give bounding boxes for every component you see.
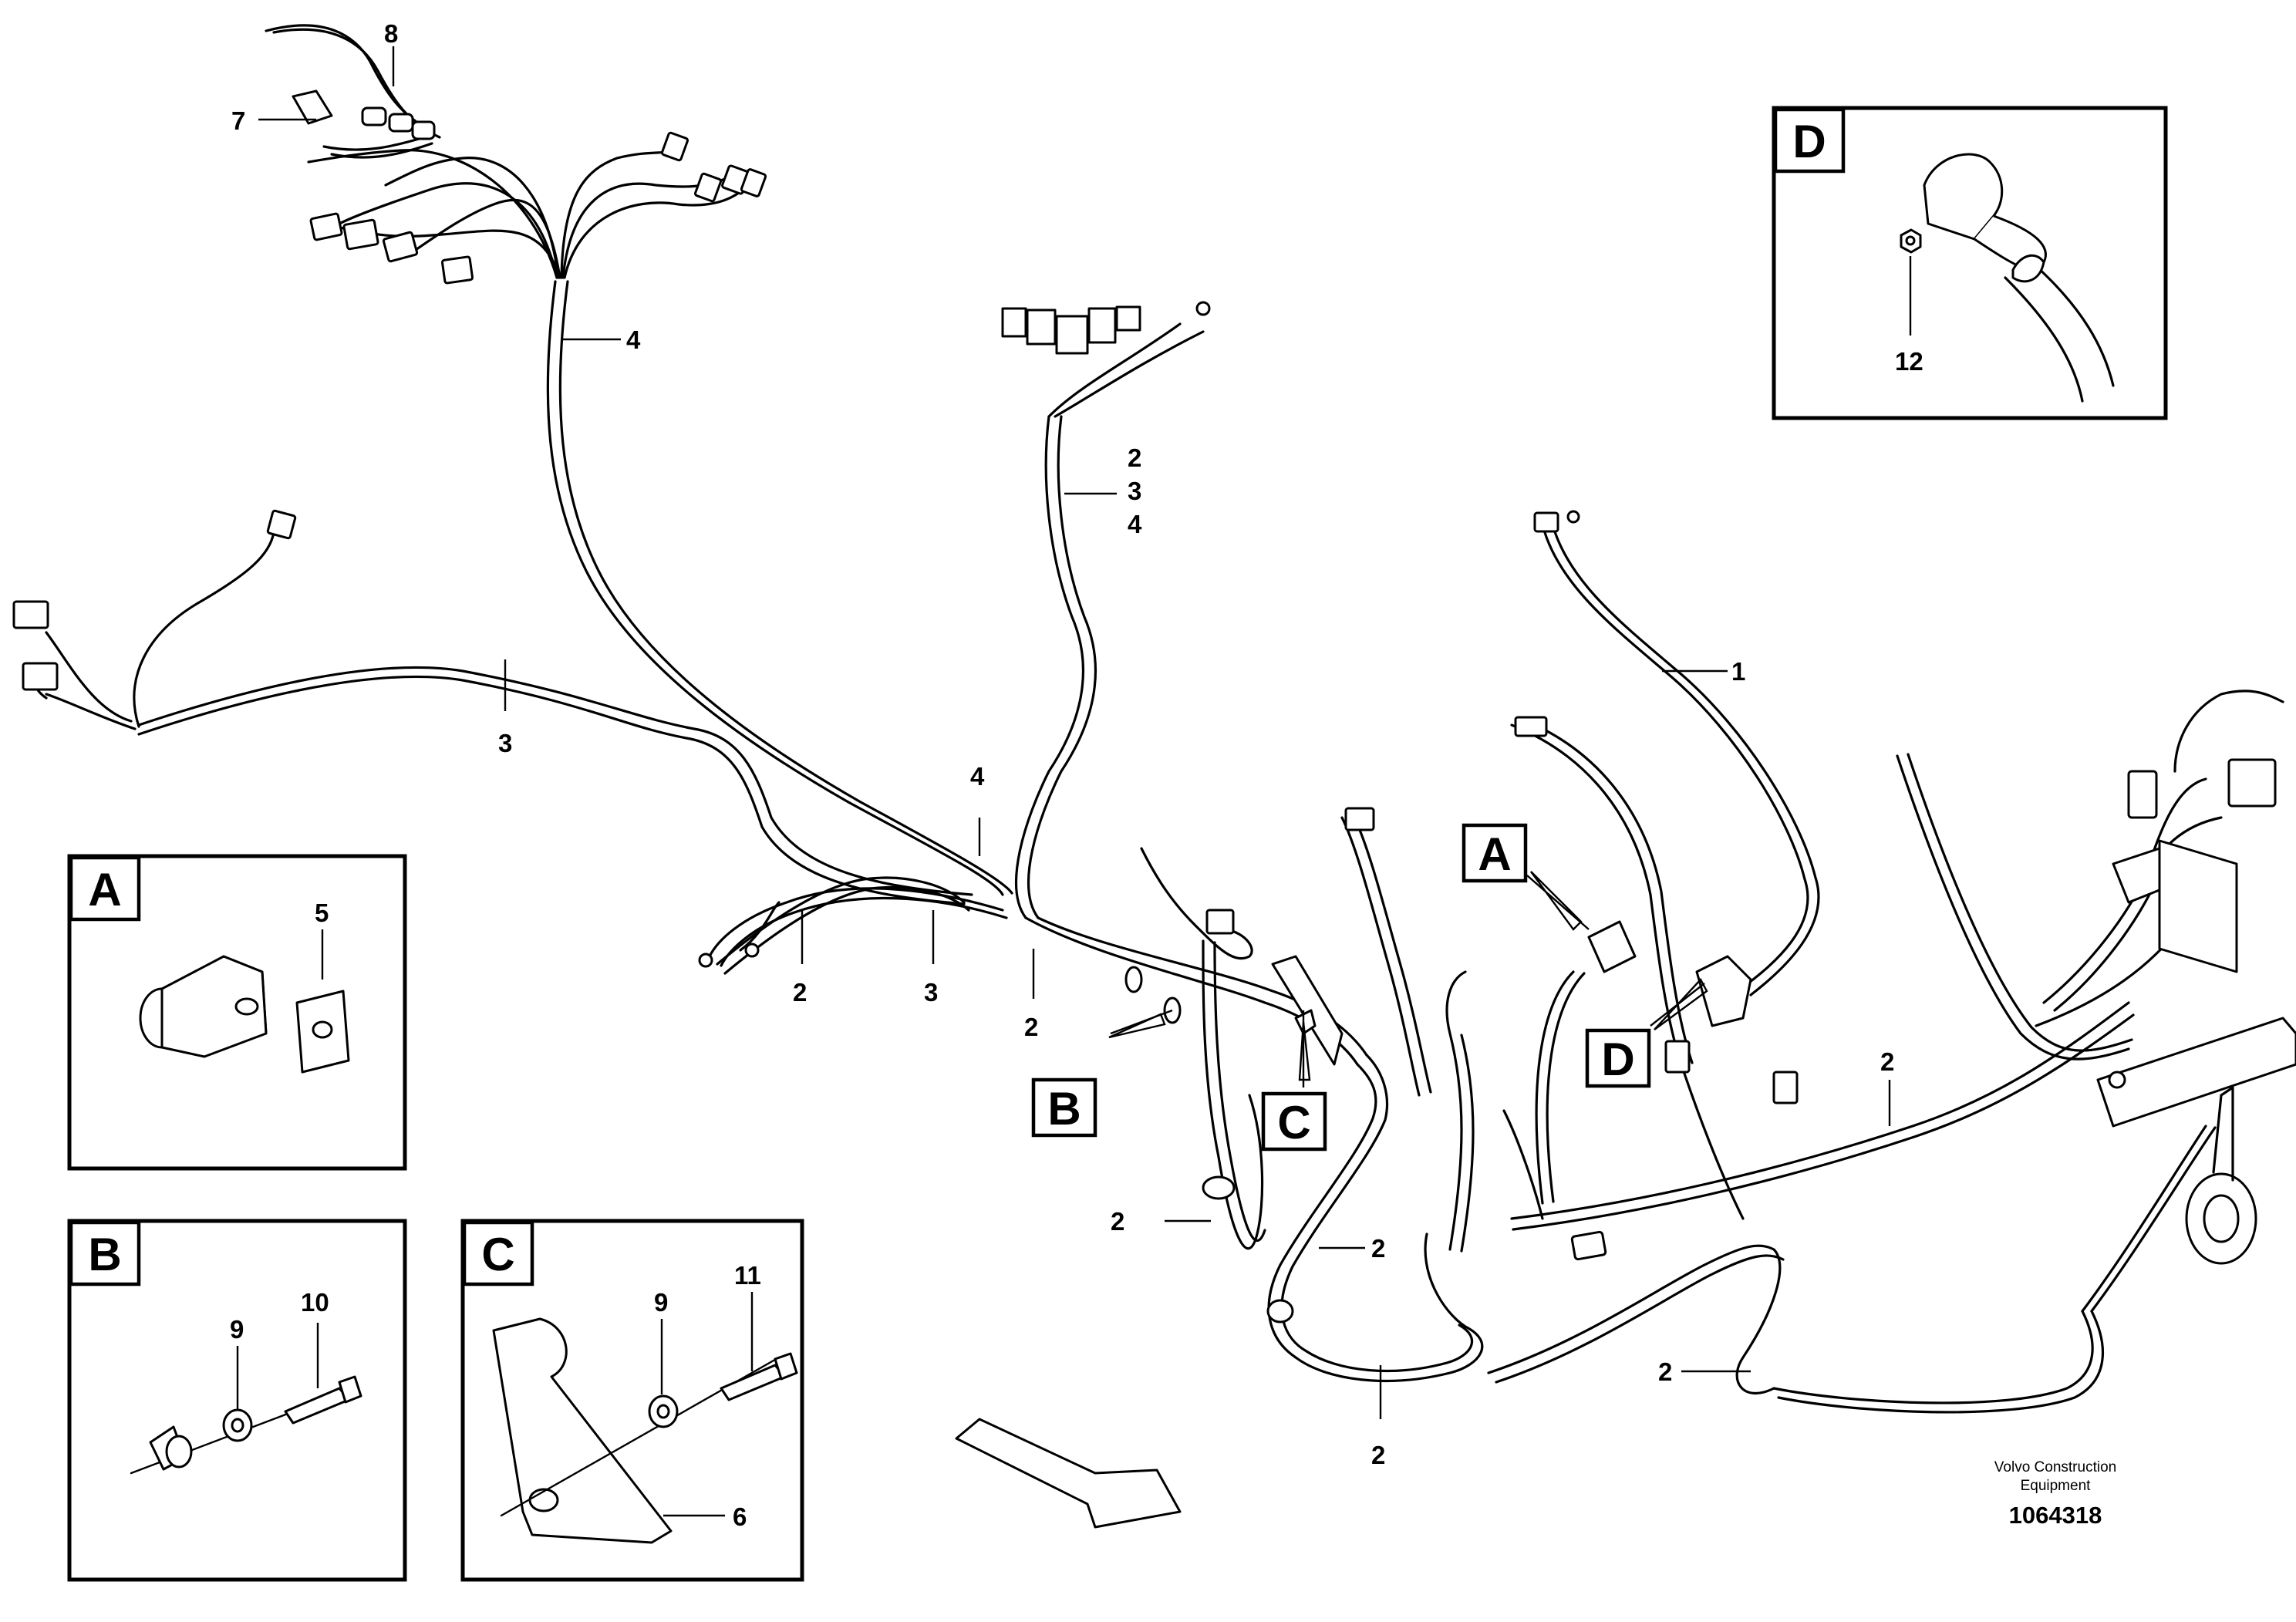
callout-9-b: 9 — [230, 1315, 244, 1344]
view-tag-b-main: B — [1031, 1077, 1097, 1138]
callout-4-mid: 4 — [970, 762, 985, 791]
callout-12: 12 — [1895, 347, 1923, 376]
svg-text:A: A — [1478, 828, 1511, 880]
callout-1: 1 — [1731, 657, 1745, 686]
leader-lines — [258, 46, 1891, 1419]
bracket-bolt-assembly — [492, 1317, 798, 1544]
view-tag-c-main: C — [1261, 1091, 1327, 1152]
clamp-b-location — [1124, 966, 1182, 1024]
callout-2-center: 2 — [1371, 1234, 1385, 1263]
drawing-credit: Volvo Construction Equipment 1064318 — [1994, 1459, 2116, 1529]
svg-text:D: D — [1792, 116, 1826, 167]
harness-2-center — [708, 322, 1432, 1359]
callout-2-right: 2 — [1658, 1357, 1672, 1386]
harness-3 — [32, 531, 973, 905]
cable-boot-nut-detail — [1900, 153, 2115, 403]
top-right-eyelet — [1533, 510, 1580, 533]
callout-2-bottom: 2 — [1371, 1441, 1385, 1469]
callout-2-stack: 2 — [1128, 443, 1141, 472]
connector-a-location — [1514, 716, 1637, 1261]
eyelets-lower-left — [698, 901, 781, 968]
callout-2-upper-right: 2 — [1880, 1047, 1894, 1076]
callout-numbers: 7 8 4 2 3 4 1 3 4 2 3 2 2 2 2 2 2 — [231, 19, 1894, 1469]
detail-view-c: C 9 11 6 — [460, 1219, 804, 1582]
manufacturer-line-1: Volvo Construction — [1994, 1459, 2116, 1475]
view-tag-d-main: D — [1585, 1028, 1651, 1088]
detail-view-b: B 9 10 — [67, 1219, 407, 1582]
callout-7: 7 — [231, 106, 245, 135]
harness-2-lower-left — [716, 876, 970, 975]
callout-10: 10 — [301, 1288, 329, 1317]
harness-1 — [1541, 520, 1820, 996]
right-frame-assembly — [2096, 758, 2296, 1265]
solenoid-connector-detail — [139, 955, 350, 1074]
svg-text:B: B — [1047, 1083, 1081, 1135]
connector-center-right — [1202, 807, 1375, 1324]
svg-text:C: C — [481, 1229, 514, 1280]
connector-d-location — [1664, 955, 1799, 1104]
connector-cluster-top-left — [292, 89, 767, 285]
bracket-c-location — [1271, 955, 1344, 1066]
callout-11: 11 — [734, 1261, 761, 1290]
callout-2-mid: 2 — [1024, 1013, 1038, 1041]
callout-3-stack: 3 — [1128, 477, 1141, 505]
callout-2-loop: 2 — [1111, 1207, 1124, 1236]
svg-text:A: A — [88, 864, 121, 916]
clip-bolt-assembly — [130, 1375, 362, 1475]
callout-3-left: 3 — [498, 729, 512, 757]
svg-text:B: B — [88, 1229, 121, 1280]
callout-5: 5 — [315, 899, 329, 927]
callout-4-stack: 4 — [1128, 510, 1142, 538]
callout-9-c: 9 — [654, 1288, 668, 1317]
forward-direction-arrow — [955, 1418, 1182, 1529]
callout-6: 6 — [733, 1502, 747, 1531]
view-tag-a-main: A — [1462, 823, 1528, 883]
detail-view-d: D 12 — [1772, 106, 2168, 420]
callout-2-left: 2 — [793, 978, 807, 1007]
callout-3-mid: 3 — [924, 978, 938, 1007]
connector-cluster-top-center — [1001, 301, 1211, 355]
svg-text:C: C — [1277, 1097, 1310, 1148]
callout-4-top: 4 — [626, 325, 641, 354]
drawing-number: 1064318 — [2009, 1502, 2102, 1529]
manufacturer-line-2: Equipment — [2021, 1478, 2092, 1494]
harness-2-right-loop — [1294, 970, 2217, 1414]
harness-4-main-trunk — [265, 24, 1013, 896]
harness-2-horn-branch — [1896, 753, 2133, 1061]
connector-left-end — [12, 509, 297, 691]
callout-8: 8 — [384, 19, 398, 48]
detail-view-a: A 5 — [67, 854, 407, 1171]
svg-text:D: D — [1601, 1034, 1634, 1085]
